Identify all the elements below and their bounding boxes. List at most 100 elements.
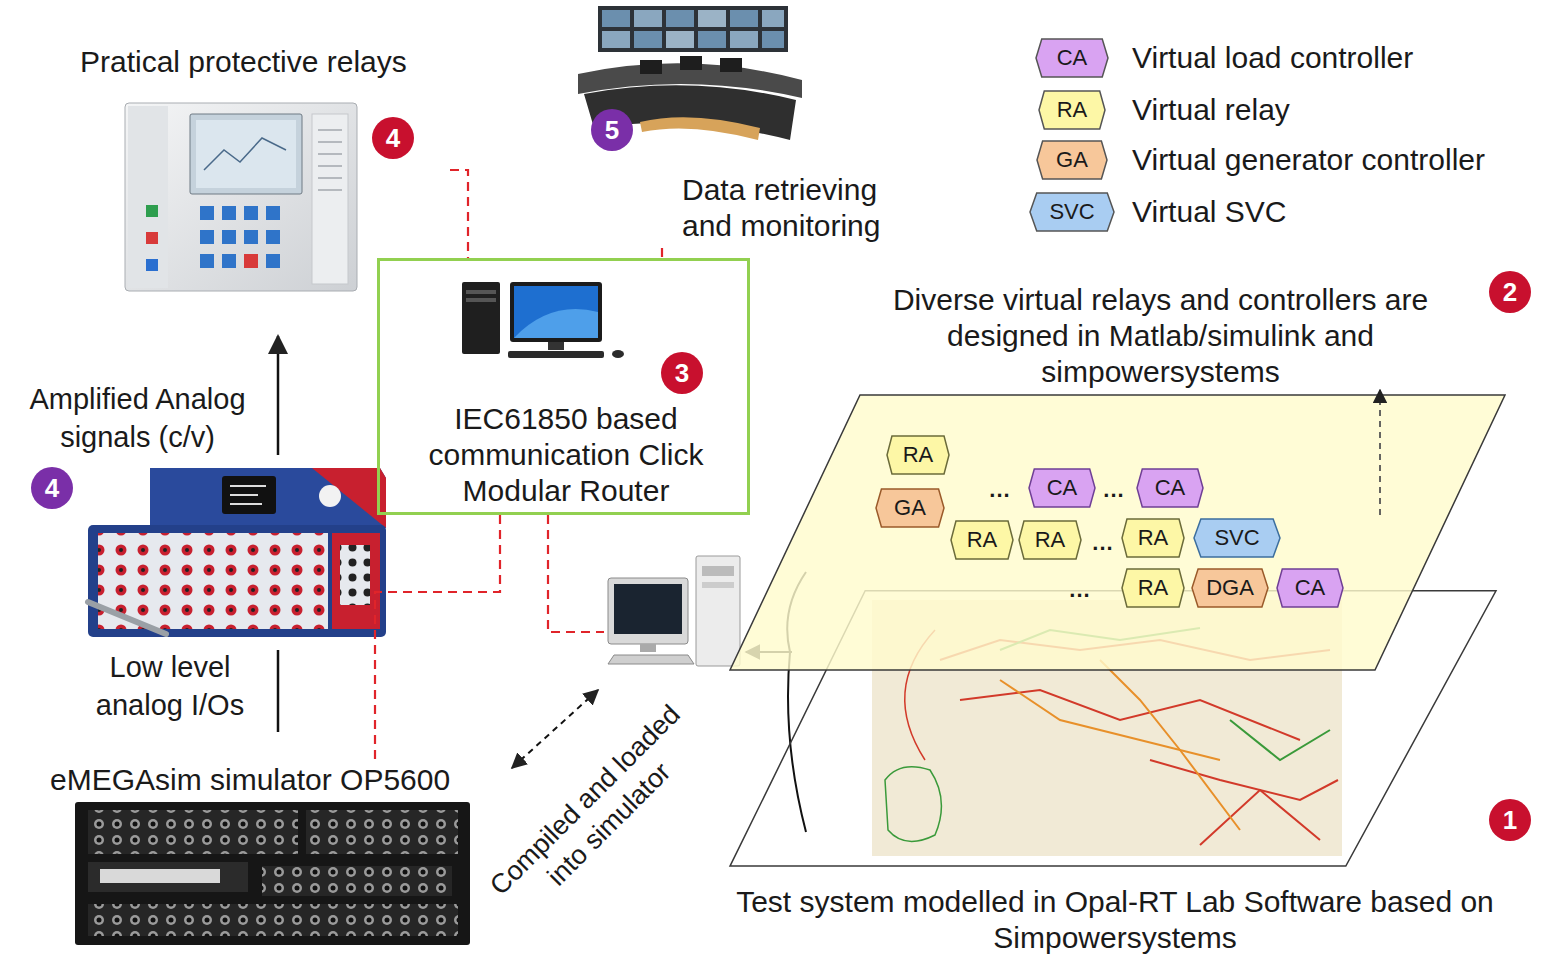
text-wrap: GA [1056,147,1088,173]
text-wrap: Pratical protective relays [80,44,450,80]
callout-circle: 3 [661,352,703,394]
annotation: Amplified Analog signals (c/v) [10,380,265,456]
hexagon [1029,469,1095,507]
computer-illustration [462,282,624,358]
node-label: DGA [1206,576,1254,600]
callout-number: 2 [1503,279,1517,305]
hexagon [1037,141,1107,179]
callout-circle: 4 [31,467,73,509]
hexagon [1137,469,1203,507]
hexagon [1192,569,1268,607]
text-wrap: Test system modelled in Opal-RT Lab Soft… [735,884,1495,956]
callout-number: 5 [605,117,619,143]
load-arrow [512,690,598,768]
legend-text: Virtual generator controller [1132,142,1485,178]
text-wrap: ... [1069,577,1090,603]
hexagon [1036,39,1108,77]
hexagon [1194,519,1280,557]
callout-number: 4 [45,475,59,501]
export-arrow [1379,390,1381,515]
node-label: Pratical protective relays [80,44,407,80]
controller-hexagon: RA [1019,521,1081,559]
callout-number: 1 [1503,807,1517,833]
parallelogram [730,591,1496,866]
node-label: RA [1138,576,1169,600]
relay-device: Pratical protective relays [78,38,450,292]
symbol-label: ... [1103,477,1124,503]
controller-hexagon: CA [1137,469,1203,507]
text-wrap: SVC [1049,199,1094,225]
symbol-label: CA [1057,45,1088,71]
callout-circle: 5 [591,109,633,151]
text-wrap: ... [989,477,1010,503]
parallelogram [730,395,1505,670]
node-label: RA [1035,528,1066,552]
hexagon [951,521,1013,559]
network-link [661,248,663,258]
text-wrap: Virtual generator controller [1132,142,1485,178]
node-label: RA [967,528,998,552]
callout-number: 4 [386,125,400,151]
text-wrap: Virtual load controller [1132,40,1413,76]
controller-hexagon: RA [1122,519,1184,557]
callout-circle: 1 [1489,799,1531,841]
legend-text: Virtual relay [1132,92,1290,128]
node-label: IEC61850 based communication Click Modul… [403,401,729,509]
simulator-illustration [75,802,470,945]
test-set-illustration [88,468,386,637]
node-label: Data retrieving and monitoring [682,172,922,244]
controller-hexagon: RA [951,521,1013,559]
hexagon [1122,569,1184,607]
symbol-label: RA [1057,97,1088,123]
controller-hexagon: CA [1277,569,1343,607]
hexagon [1030,193,1114,231]
symbol-label: SVC [1049,199,1094,225]
virtual-layer: Diverse virtual relays and controllers a… [728,278,1508,672]
symbol-label: ... [1069,577,1090,603]
hexagon [1122,519,1184,557]
text-wrap: ... [1103,477,1124,503]
node-label: RA [1138,526,1169,550]
controller-hexagon: SVC [1194,519,1280,557]
controller-hexagon: GA [876,489,944,527]
local-computer-illustration [608,556,740,666]
text-wrap: eMEGAsim simulator OP5600 [50,762,500,798]
hexagon [876,489,944,527]
hexagon [1277,569,1343,607]
network-link [375,515,500,760]
signal-arrow [277,336,280,455]
controller-hexagon: RA [1122,569,1184,607]
symbol-label: ... [1092,530,1113,556]
symbol-label: ... [989,477,1010,503]
legend-text: Virtual SVC [1132,194,1287,230]
node-label: SVC [1214,526,1259,550]
controller-hexagon: RA [887,436,949,474]
node-label: GA [894,496,926,520]
text-wrap: Virtual SVC [1132,194,1287,230]
hexagon [887,436,949,474]
callout-number: 3 [675,360,689,386]
callout-circle: 2 [1489,271,1531,313]
node-label: CA [1047,476,1078,500]
hexagon [1019,521,1081,559]
node-label: RA [903,443,934,467]
network-link [548,515,604,632]
text-wrap: Data retrieving and monitoring [682,172,922,244]
hexagon [1039,91,1105,129]
signal-line [277,650,280,732]
legend-text: Virtual load controller [1132,40,1413,76]
text-wrap: ... [1092,530,1113,556]
relay-illustration [125,103,357,291]
annotation: Compiled and loaded into simulator [474,689,720,935]
text-wrap: RA [1057,97,1088,123]
controller-hexagon: DGA [1192,569,1268,607]
simulator-device: eMEGAsim simulator OP5600 [48,760,500,948]
text-wrap: Compiled and loaded into simulator [474,689,720,935]
text-wrap: Amplified Analog signals (c/v) [10,380,265,456]
node-label: CA [1295,576,1326,600]
text-wrap: Diverse virtual relays and controllers a… [878,282,1443,390]
text-wrap: CA [1057,45,1088,71]
symbol-label: GA [1056,147,1088,173]
controller-hexagon: CA [1029,469,1095,507]
callout-circle: 4 [372,117,414,159]
